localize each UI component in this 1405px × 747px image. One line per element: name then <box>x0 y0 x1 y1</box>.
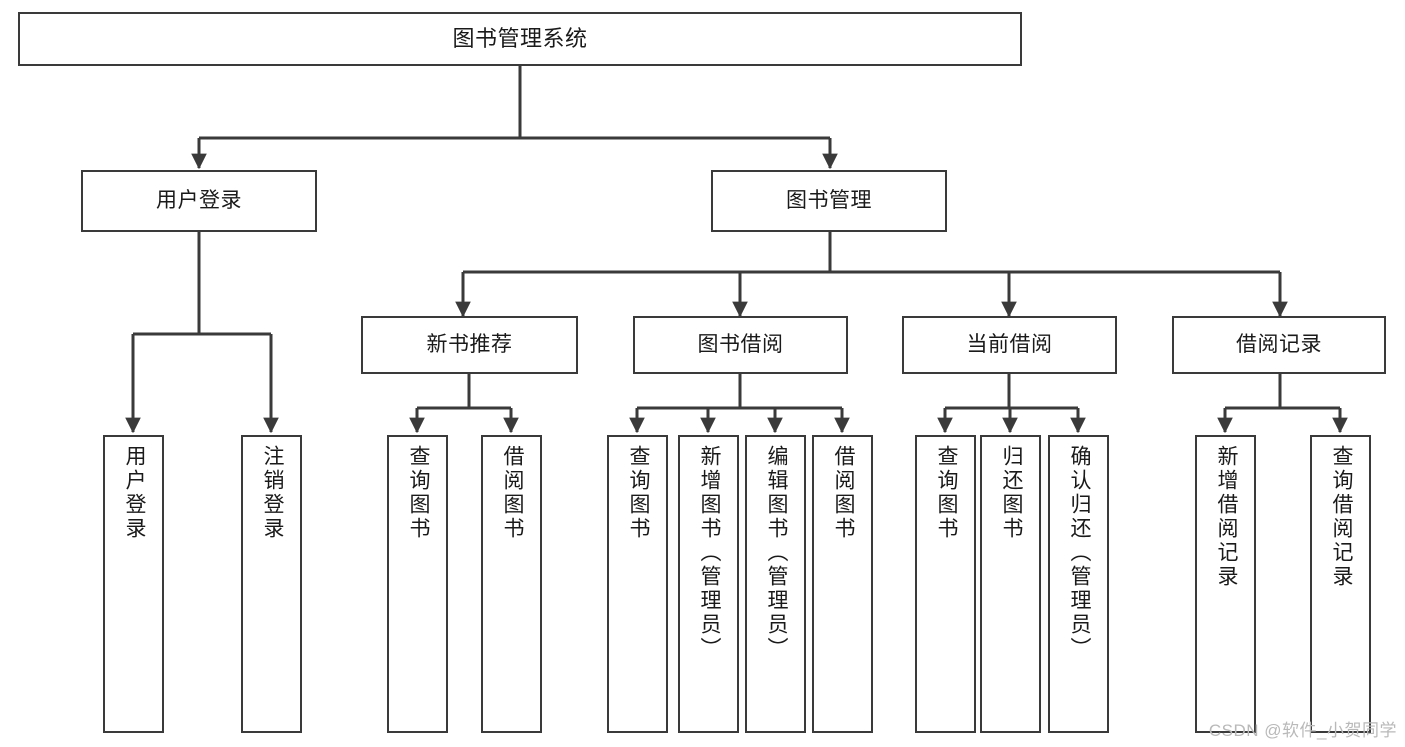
node-root[interactable]: 图书管理系统 <box>18 12 1022 66</box>
node-borrow-record[interactable]: 借阅记录 <box>1172 316 1386 374</box>
node-book-borrow[interactable]: 图书借阅 <box>633 316 848 374</box>
node-leaf-add-book[interactable]: 新增图书（管理员） <box>678 435 739 733</box>
node-current-borrow[interactable]: 当前借阅 <box>902 316 1117 374</box>
node-leaf-logout-login-label: 注销登录 <box>260 445 284 541</box>
node-book-borrow-label: 图书借阅 <box>697 333 784 357</box>
node-new-book-recommend[interactable]: 新书推荐 <box>361 316 578 374</box>
node-leaf-return-book-label: 归还图书 <box>999 445 1023 541</box>
node-leaf-edit-book-label: 编辑图书（管理员） <box>764 445 788 661</box>
node-leaf-query-record[interactable]: 查询借阅记录 <box>1310 435 1371 733</box>
node-leaf-user-login[interactable]: 用户登录 <box>103 435 164 733</box>
node-leaf-confirm-return[interactable]: 确认归还（管理员） <box>1048 435 1109 733</box>
node-leaf-add-record[interactable]: 新增借阅记录 <box>1195 435 1256 733</box>
node-leaf-confirm-return-label: 确认归还（管理员） <box>1067 445 1091 661</box>
node-leaf-borrow-book-1[interactable]: 借阅图书 <box>481 435 542 733</box>
node-leaf-user-login-label: 用户登录 <box>122 445 146 541</box>
node-leaf-return-book[interactable]: 归还图书 <box>980 435 1041 733</box>
node-leaf-query-book-2-label: 查询图书 <box>626 445 650 541</box>
node-leaf-query-book-3-label: 查询图书 <box>934 445 958 541</box>
node-borrow-record-label: 借阅记录 <box>1236 333 1322 357</box>
node-leaf-borrow-book-2[interactable]: 借阅图书 <box>812 435 873 733</box>
node-leaf-borrow-book-1-label: 借阅图书 <box>500 445 524 541</box>
node-leaf-query-record-label: 查询借阅记录 <box>1329 445 1353 589</box>
node-user-login[interactable]: 用户登录 <box>81 170 317 232</box>
node-leaf-query-book-1-label: 查询图书 <box>406 445 430 541</box>
node-leaf-query-book-1[interactable]: 查询图书 <box>387 435 448 733</box>
node-user-login-label: 用户登录 <box>156 189 242 213</box>
node-leaf-borrow-book-2-label: 借阅图书 <box>831 445 855 541</box>
node-leaf-query-book-2[interactable]: 查询图书 <box>607 435 668 733</box>
node-leaf-logout-login[interactable]: 注销登录 <box>241 435 302 733</box>
node-leaf-add-record-label: 新增借阅记录 <box>1214 445 1238 589</box>
node-root-label: 图书管理系统 <box>452 25 588 51</box>
node-new-book-recommend-label: 新书推荐 <box>426 333 513 357</box>
node-book-management-label: 图书管理 <box>786 189 872 213</box>
node-leaf-add-book-label: 新增图书（管理员） <box>697 445 721 661</box>
node-leaf-query-book-3[interactable]: 查询图书 <box>915 435 976 733</box>
node-current-borrow-label: 当前借阅 <box>966 333 1053 357</box>
node-leaf-edit-book[interactable]: 编辑图书（管理员） <box>745 435 806 733</box>
node-book-management[interactable]: 图书管理 <box>711 170 947 232</box>
